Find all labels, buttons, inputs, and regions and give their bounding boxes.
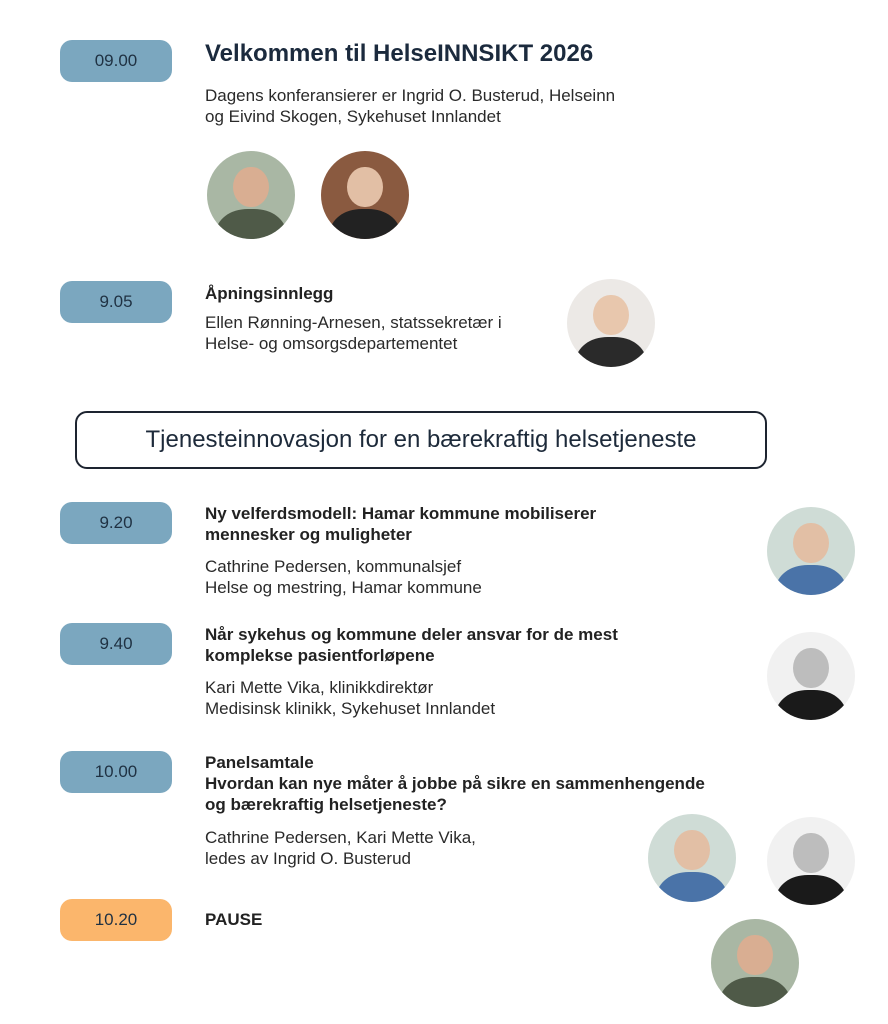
session-title: Panelsamtale Hvordan kan nye måter å job… <box>205 752 705 815</box>
speaker-photo <box>648 814 736 902</box>
session-desc: Kari Mette Vika, klinikkdirektør Medisin… <box>205 677 495 719</box>
time-pill: 9.05 <box>60 281 172 323</box>
speaker-photo <box>767 507 855 595</box>
session-title: Åpningsinnlegg <box>205 284 334 303</box>
desc-line: ledes av Ingrid O. Busterud <box>205 849 412 868</box>
session-title: PAUSE <box>205 910 263 929</box>
title-line: komplekse pasientforløpene <box>205 646 435 665</box>
section-heading: Tjenesteinnovasjon for en bærekraftig he… <box>75 411 767 469</box>
session-title: Velkommen til HelseINNSIKT 2026 <box>205 40 594 67</box>
time-pill: 09.00 <box>60 40 172 82</box>
speaker-photo <box>567 279 655 367</box>
title-line: og bærekraftig helsetjeneste? <box>205 795 447 814</box>
session-desc: Dagens konferansierer er Ingrid O. Buste… <box>205 85 615 127</box>
speaker-photo <box>321 151 409 239</box>
session-title: Når sykehus og kommune deler ansvar for … <box>205 624 618 666</box>
title-line: Panelsamtale <box>205 753 314 772</box>
speaker-photo <box>711 919 799 1007</box>
session-desc: Cathrine Pedersen, Kari Mette Vika, lede… <box>205 827 476 869</box>
time-pill: 10.00 <box>60 751 172 793</box>
title-line: mennesker og muligheter <box>205 525 412 544</box>
desc-line: Medisinsk klinikk, Sykehuset Innlandet <box>205 699 496 718</box>
session-desc: Ellen Rønning-Arnesen, statssekretær i H… <box>205 312 502 354</box>
title-line: Hvordan kan nye måter å jobbe på sikre e… <box>205 774 705 793</box>
speaker-photo <box>767 632 855 720</box>
speaker-photo <box>207 151 295 239</box>
desc-line: Kari Mette Vika, klinikkdirektør <box>205 678 434 697</box>
title-line: Ny velferdsmodell: Hamar kommune mobilis… <box>205 504 597 523</box>
desc-line: Cathrine Pedersen, Kari Mette Vika, <box>205 828 476 847</box>
desc-line: Helse- og omsorgsdepartementet <box>205 334 458 353</box>
desc-line: Cathrine Pedersen, kommunalsjef <box>205 557 462 576</box>
time-pill: 9.40 <box>60 623 172 665</box>
desc-line: Helse og mestring, Hamar kommune <box>205 578 482 597</box>
desc-line: Ellen Rønning-Arnesen, statssekretær i <box>205 313 502 332</box>
session-title: Ny velferdsmodell: Hamar kommune mobilis… <box>205 503 596 545</box>
title-line: Når sykehus og kommune deler ansvar for … <box>205 625 618 644</box>
session-desc: Cathrine Pedersen, kommunalsjef Helse og… <box>205 556 482 598</box>
time-pill-pause: 10.20 <box>60 899 172 941</box>
desc-line: og Eivind Skogen, Sykehuset Innlandet <box>205 107 501 126</box>
desc-line: Dagens konferansierer er Ingrid O. Buste… <box>205 86 616 105</box>
speaker-photo <box>767 817 855 905</box>
time-pill: 9.20 <box>60 502 172 544</box>
